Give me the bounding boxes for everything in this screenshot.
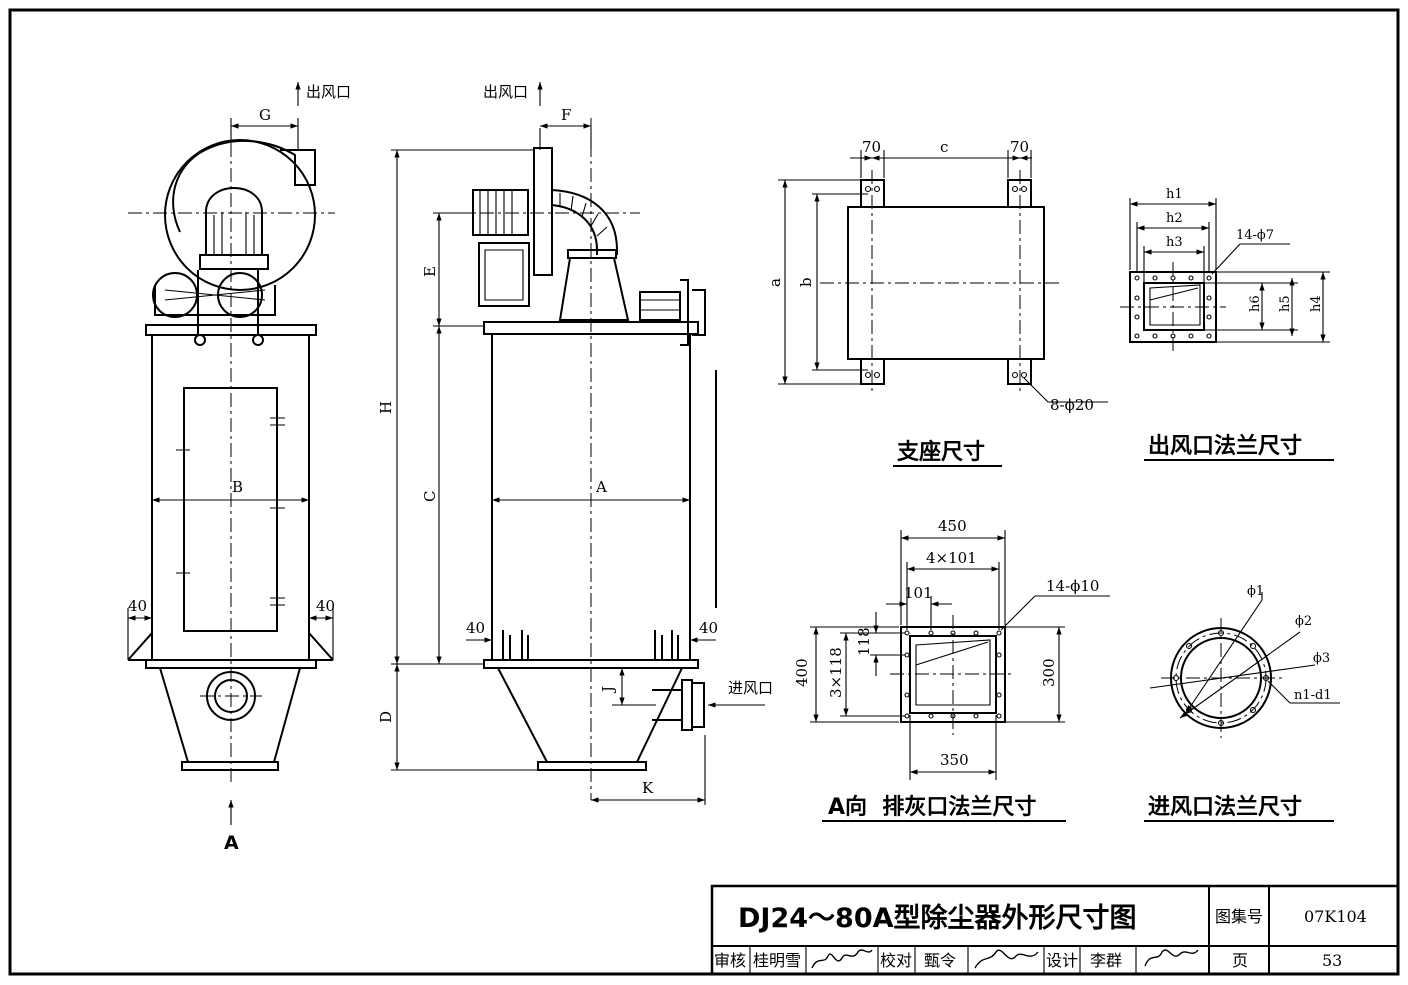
ash-dim-450: 450 <box>938 517 967 535</box>
view-marker-a: A <box>224 832 239 854</box>
check-label: 校对 <box>880 951 912 970</box>
side-dim-c: C <box>421 491 439 502</box>
side-dim-h: H <box>377 401 395 414</box>
checker-name: 甄令 <box>924 951 956 970</box>
support-dim-70-left: 70 <box>862 138 881 156</box>
side-inlet-label: 进风口 <box>728 679 773 697</box>
drawing-title: DJ24～80A型除尘器外形尺寸图 <box>738 902 1137 934</box>
side-dim-40-left: 40 <box>466 619 485 637</box>
outlet-holes: 14-ϕ7 <box>1236 228 1274 243</box>
front-outlet-label: 出风口 <box>306 83 351 101</box>
ash-flange <box>810 530 1110 780</box>
support-caption: 支座尺寸 <box>897 439 985 465</box>
side-view <box>391 82 765 805</box>
outlet-h6: h6 <box>1248 295 1263 312</box>
side-dim-40-right: 40 <box>699 619 718 637</box>
side-dim-f: F <box>561 106 571 124</box>
inlet-phi3: ϕ3 <box>1313 651 1330 666</box>
outlet-h5: h5 <box>1278 295 1293 312</box>
side-dim-a: A <box>595 478 607 496</box>
outlet-h4: h4 <box>1309 295 1324 312</box>
support-dim-b: b <box>797 277 815 287</box>
front-dim-40-left: 40 <box>128 597 147 615</box>
support-detail <box>778 150 1108 403</box>
page-no: 53 <box>1322 951 1342 970</box>
side-outlet-label: 出风口 <box>483 83 528 101</box>
side-dim-k: K <box>642 779 654 797</box>
ash-dim-4x101: 4×101 <box>926 549 977 567</box>
side-dim-e: E <box>421 266 439 277</box>
ash-dim-3x118: 3×118 <box>827 647 845 698</box>
front-dim-b: B <box>232 478 243 496</box>
ash-dim-118: 118 <box>855 627 873 656</box>
sheet-border <box>8 8 1400 976</box>
page-label: 页 <box>1232 951 1248 970</box>
outlet-flange <box>1120 198 1330 352</box>
reviewer-name: 桂明雪 <box>753 951 801 970</box>
support-holes: 8-ϕ20 <box>1050 396 1094 414</box>
title-block <box>710 884 1400 976</box>
support-dim-70-right: 70 <box>1010 138 1029 156</box>
ash-holes: 14-ϕ10 <box>1046 577 1099 595</box>
outlet-h3: h3 <box>1166 235 1183 250</box>
inlet-phi1: ϕ1 <box>1247 584 1264 599</box>
ash-dim-300: 300 <box>1040 658 1058 687</box>
front-dim-g: G <box>259 106 271 124</box>
inlet-caption: 进风口法兰尺寸 <box>1148 794 1302 820</box>
ash-dim-350: 350 <box>940 751 969 769</box>
inlet-phi2: ϕ2 <box>1295 614 1312 629</box>
design-label: 设计 <box>1046 951 1078 970</box>
outlet-h1: h1 <box>1166 187 1183 202</box>
support-dim-c: c <box>940 138 948 156</box>
front-view <box>127 82 335 825</box>
ash-dim-101: 101 <box>904 584 933 602</box>
atlas-label: 图集号 <box>1215 907 1263 926</box>
inlet-flange <box>1149 592 1340 738</box>
outlet-h2: h2 <box>1166 211 1183 226</box>
inlet-holes: n1-d1 <box>1294 688 1332 703</box>
side-dim-d: D <box>377 711 395 723</box>
support-dim-a: a <box>766 278 784 287</box>
outlet-caption: 出风口法兰尺寸 <box>1148 433 1302 459</box>
ash-dim-400: 400 <box>793 658 811 687</box>
review-label: 审核 <box>714 951 746 970</box>
front-dim-40-right: 40 <box>316 597 335 615</box>
side-dim-j: J <box>599 686 617 694</box>
designer-name: 李群 <box>1090 951 1122 970</box>
atlas-no: 07K104 <box>1304 907 1367 926</box>
ash-caption: A向 排灰口法兰尺寸 <box>828 794 1036 820</box>
